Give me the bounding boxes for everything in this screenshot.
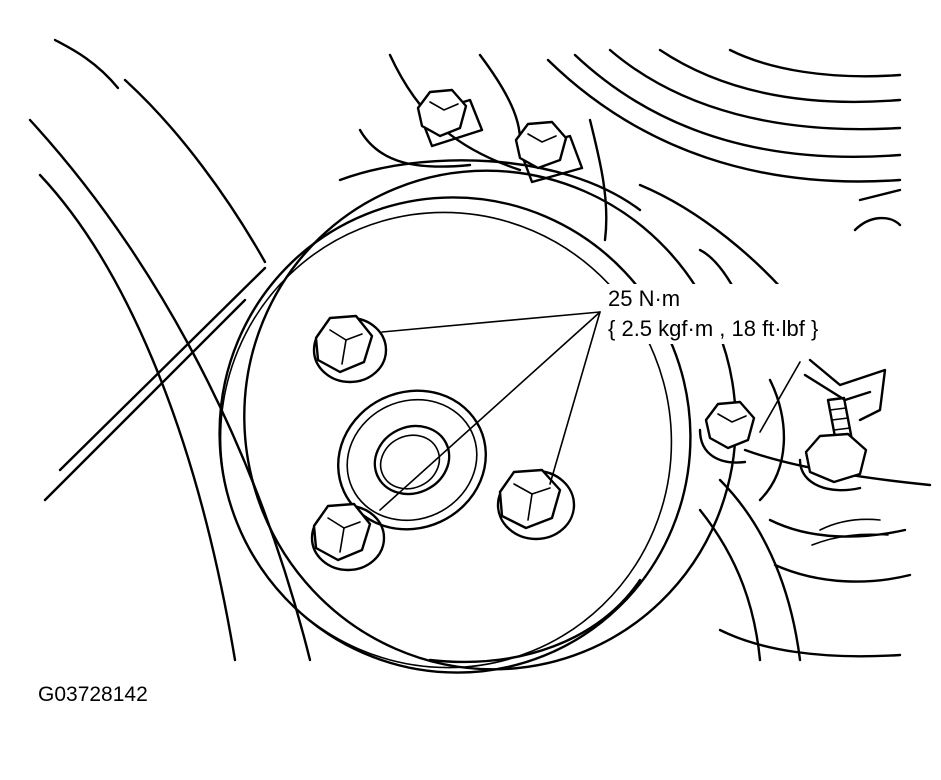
engine-bolt-2	[514, 120, 584, 184]
coolant-hose	[698, 448, 932, 662]
engine-bolt-1	[416, 88, 484, 148]
pulley-bolt-right	[496, 468, 576, 541]
torque-value-nm: 25 N·m	[608, 286, 681, 311]
torque-leader-lines	[379, 311, 801, 511]
mounting-bracket	[758, 358, 887, 502]
pulley-hub	[337, 389, 487, 531]
pulley-bolt-upper	[312, 314, 388, 384]
engine-bolts	[416, 88, 868, 492]
bracket-stud-nut	[798, 396, 868, 492]
pulley-bolts	[310, 314, 576, 572]
figure-id-label: G03728142	[38, 683, 148, 706]
torque-specification-callout: 25 N·m { 2.5 kgf·m , 18 ft·lbf }	[604, 284, 823, 344]
drive-belt	[28, 38, 312, 662]
engine-housing	[358, 48, 902, 312]
torque-value-conversions: { 2.5 kgf·m , 18 ft·lbf }	[608, 316, 819, 341]
pulley-bolt-lower-left	[310, 502, 386, 572]
engine-bolt-3	[698, 400, 756, 464]
